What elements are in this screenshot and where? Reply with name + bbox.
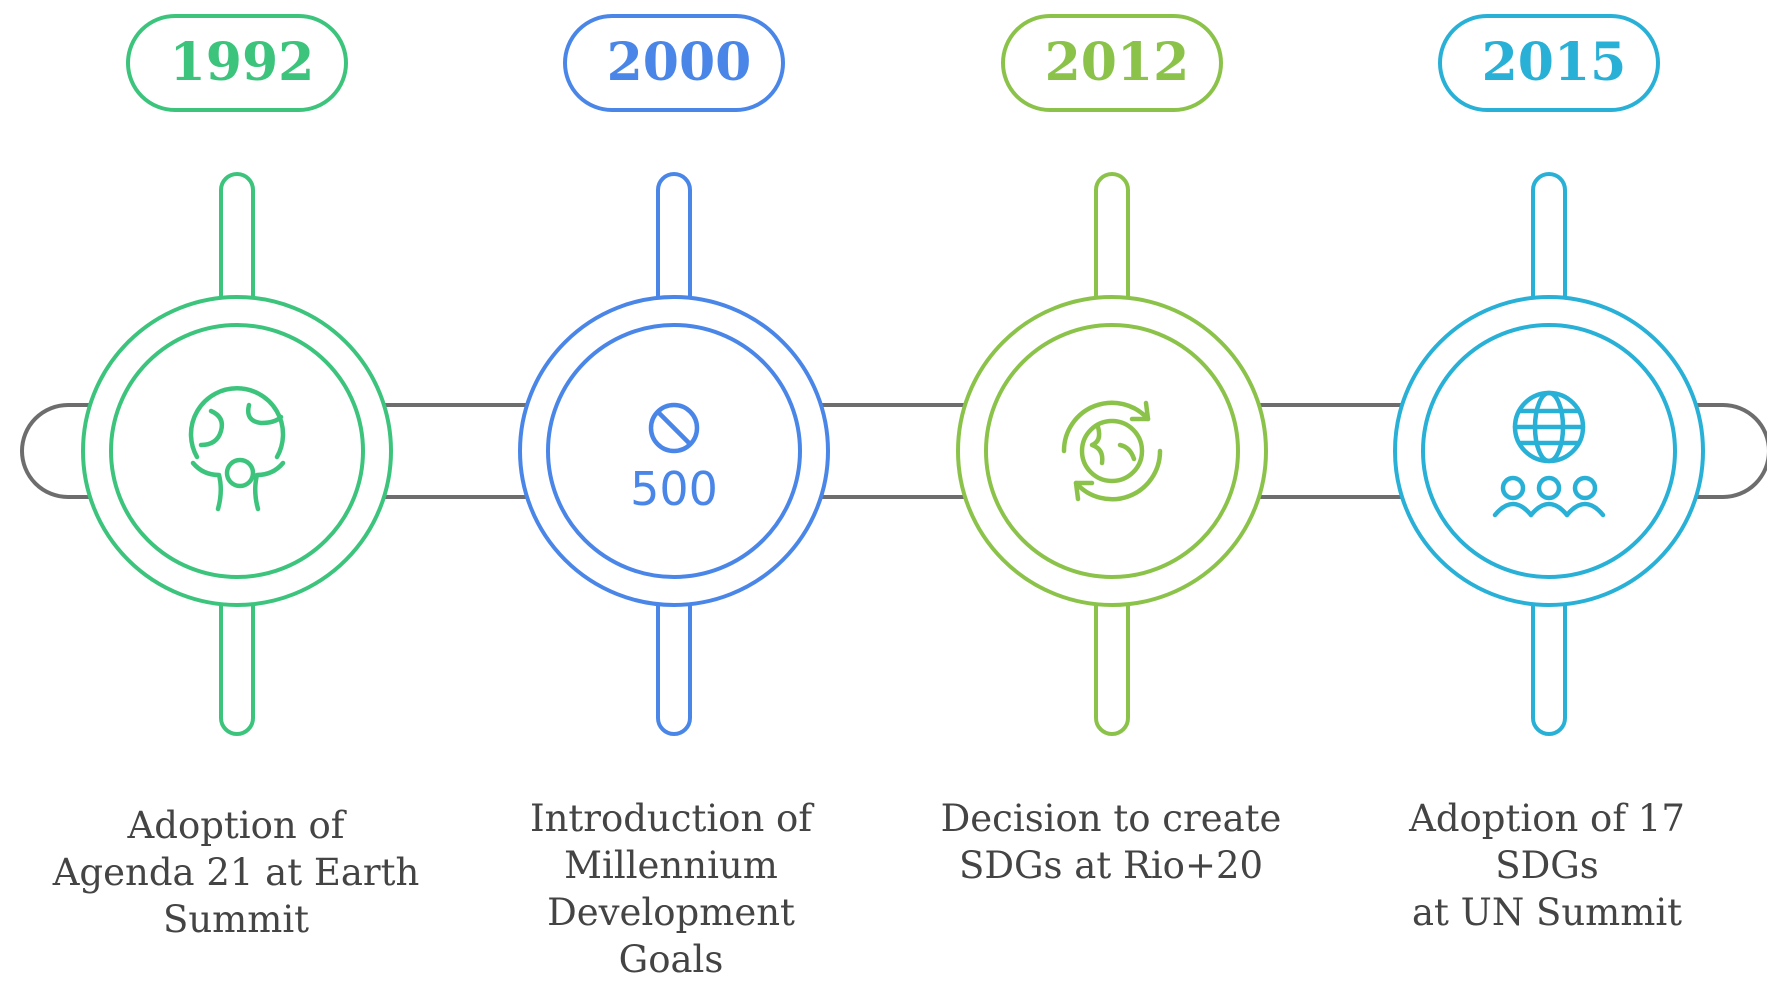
refresh-arc bbox=[1073, 448, 1163, 502]
prohibited-circle bbox=[648, 402, 700, 454]
milestone-2000: 2000 500 bbox=[518, 14, 830, 736]
person-body bbox=[1492, 501, 1534, 518]
caption-line: at UN Summit bbox=[1411, 891, 1683, 934]
year-pill bbox=[126, 14, 348, 112]
inner-ring bbox=[984, 323, 1240, 579]
caption-line: Millennium bbox=[564, 844, 778, 887]
person-arm bbox=[253, 460, 286, 512]
milestone-caption-2015: Adoption of 17 SDGs at UN Summit bbox=[1357, 795, 1737, 936]
inner-ring bbox=[1421, 323, 1677, 579]
continent bbox=[246, 402, 284, 426]
globe-people-icon bbox=[1492, 390, 1606, 518]
connector-bottom bbox=[219, 586, 255, 736]
person-arm bbox=[190, 460, 223, 512]
continent bbox=[198, 408, 225, 448]
year-pill bbox=[563, 14, 785, 112]
person-head bbox=[1500, 475, 1526, 501]
year-label: 2000 bbox=[607, 32, 752, 93]
person-body bbox=[1564, 501, 1606, 518]
milestone-caption-2000: Introduction of Millennium Development G… bbox=[481, 795, 861, 983]
prohibited-500-icon: 500 bbox=[630, 402, 718, 516]
connector-top bbox=[1531, 172, 1567, 316]
milestone-caption-1992: Adoption of Agenda 21 at Earth Summit bbox=[46, 802, 426, 943]
caption-line: Introduction of bbox=[529, 797, 813, 840]
connector-top bbox=[219, 172, 255, 316]
person-head bbox=[1572, 475, 1598, 501]
caption-line: Goals bbox=[618, 938, 724, 981]
globe-refresh-icon bbox=[1061, 400, 1163, 502]
timeline-track bbox=[20, 403, 1767, 499]
person-head bbox=[1536, 475, 1562, 501]
caption-line: Decision to create bbox=[940, 797, 1282, 840]
caption-line: Summit bbox=[162, 898, 310, 941]
globe-outline bbox=[188, 386, 286, 460]
connector-top bbox=[1094, 172, 1130, 316]
prohibited-slash bbox=[655, 409, 693, 447]
caption-line: Agenda 21 at Earth bbox=[52, 851, 420, 894]
year-pill bbox=[1438, 14, 1660, 112]
refresh-arrow bbox=[1073, 480, 1095, 502]
year-label: 2015 bbox=[1482, 32, 1627, 93]
continent bbox=[1089, 424, 1137, 466]
caption-line: SDGs at Rio+20 bbox=[958, 844, 1264, 887]
milestone-2015: 2015 bbox=[1393, 14, 1705, 736]
milestone-caption-2012: Decision to create SDGs at Rio+20 bbox=[921, 795, 1301, 889]
globe-outline bbox=[1079, 418, 1145, 484]
year-pill bbox=[1001, 14, 1223, 112]
caption-line: Development bbox=[547, 891, 795, 934]
year-label: 2012 bbox=[1045, 32, 1190, 93]
milestone-2012: 2012 bbox=[956, 14, 1268, 736]
connector-bottom bbox=[1094, 586, 1130, 736]
refresh-arc bbox=[1061, 400, 1151, 454]
icon-number-text: 500 bbox=[630, 462, 718, 516]
inner-ring bbox=[109, 323, 365, 579]
globe-person-icon bbox=[188, 386, 286, 512]
person-body bbox=[1528, 501, 1570, 518]
year-label: 1992 bbox=[170, 32, 315, 93]
connector-top bbox=[656, 172, 692, 316]
milestone-1992: 1992 bbox=[81, 14, 393, 736]
person-head bbox=[224, 457, 256, 489]
refresh-arrow bbox=[1129, 400, 1151, 422]
connector-bottom bbox=[656, 586, 692, 736]
caption-line: Adoption of bbox=[127, 804, 345, 847]
caption-line: Adoption of 17 SDGs bbox=[1409, 797, 1685, 887]
connector-bottom bbox=[1531, 586, 1567, 736]
